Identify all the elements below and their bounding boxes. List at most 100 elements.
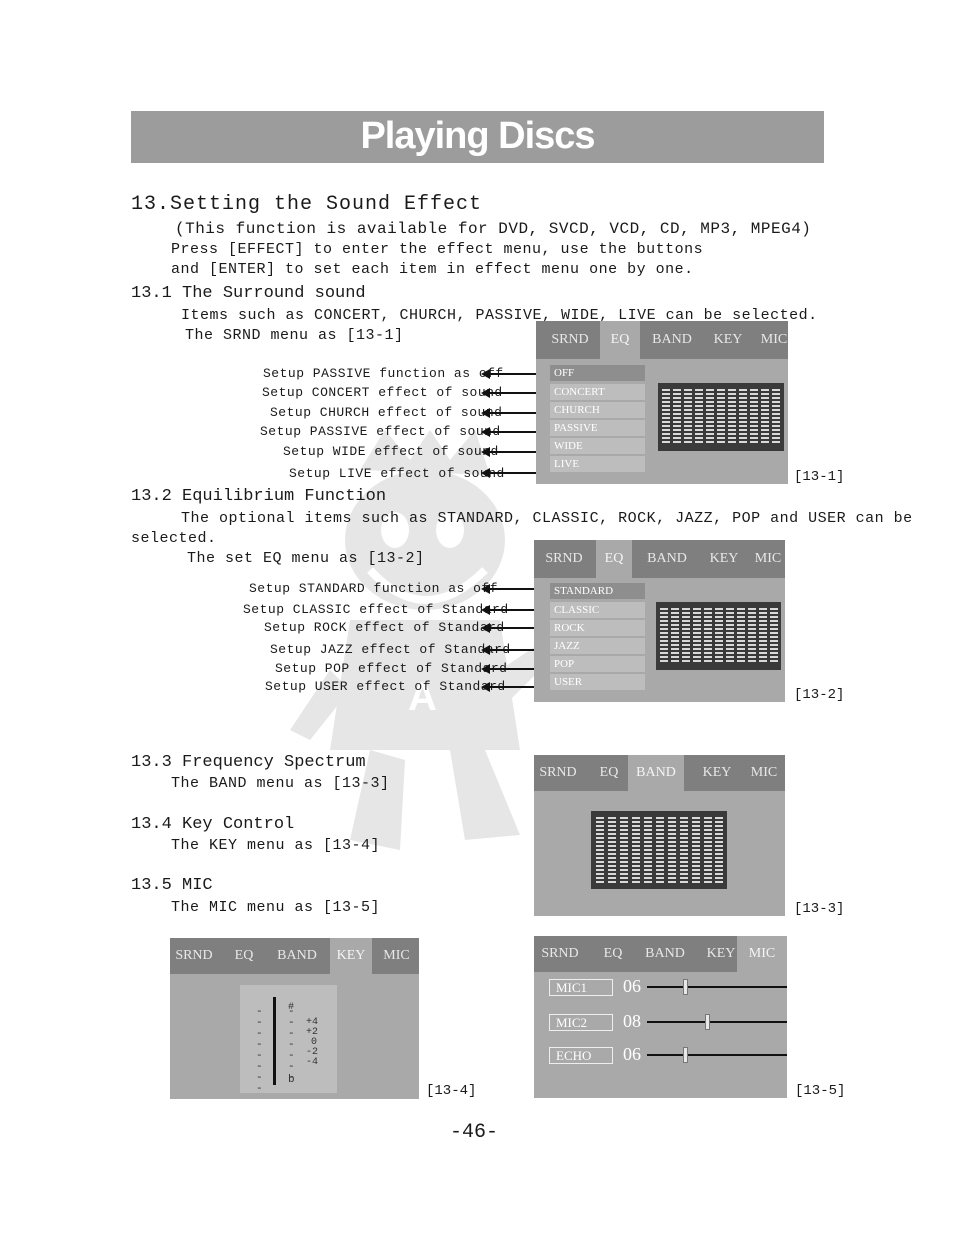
- tab-key[interactable]: KEY: [702, 765, 732, 780]
- tab-mic[interactable]: MIC: [750, 765, 778, 780]
- tab-band[interactable]: BAND: [652, 332, 692, 347]
- eq-option-classic[interactable]: CLASSIC: [550, 602, 645, 618]
- tab-mic[interactable]: MIC: [737, 936, 787, 972]
- key-sharp-symbol: #: [288, 1002, 295, 1013]
- tab-key[interactable]: KEY: [713, 332, 743, 347]
- section-13-4-line: The KEY menu as [13-4]: [171, 837, 381, 854]
- callout-eq-pop: Setup POP effect of Standard: [275, 661, 508, 676]
- tab-srnd[interactable]: SRND: [541, 946, 579, 961]
- mic2-label: MIC2: [549, 1014, 613, 1031]
- section-13-intro-1: Press [EFFECT] to enter the effect menu,…: [171, 241, 704, 258]
- mic-menu-panel: SRND EQ BAND KEY MIC MIC1 06 MIC2 08 ECH…: [534, 936, 787, 1098]
- key-flat-symbol: b: [288, 1074, 295, 1086]
- tab-srnd[interactable]: SRND: [539, 765, 577, 780]
- callout-eq-classic: Setup CLASSIC effect of Standard: [243, 602, 509, 617]
- menu-tab-bar: SRND EQ BAND KEY MIC: [534, 540, 785, 578]
- eq-menu-panel: SRND EQ BAND KEY MIC STANDARD CLASSIC RO…: [534, 540, 785, 702]
- callout-eq-rock: Setup ROCK effect of Standard: [264, 620, 505, 635]
- tab-mic[interactable]: MIC: [383, 948, 410, 963]
- figure-label-13-2: [13-2]: [794, 687, 845, 703]
- callout-srnd-wide: Setup WIDE effect of sound: [283, 444, 499, 459]
- tab-eq[interactable]: EQ: [596, 540, 632, 578]
- srnd-option-live[interactable]: LIVE: [550, 456, 645, 472]
- band-menu-panel: SRND EQ BAND KEY MIC: [534, 755, 785, 916]
- menu-tab-bar: SRND EQ BAND KEY MIC: [534, 755, 785, 791]
- figure-label-13-5: [13-5]: [795, 1083, 846, 1099]
- eq-option-standard[interactable]: STANDARD: [550, 583, 645, 599]
- srnd-option-wide[interactable]: WIDE: [550, 438, 645, 454]
- tab-band[interactable]: BAND: [277, 948, 317, 963]
- section-13-2-title: 13.2 Equilibrium Function: [131, 487, 387, 506]
- section-13-5-title: 13.5 MIC: [131, 876, 213, 895]
- section-13-availability: (This function is available for DVD, SVC…: [175, 220, 812, 238]
- tab-mic[interactable]: MIC: [754, 551, 782, 566]
- callout-srnd-passive: Setup PASSIVE effect of sound: [260, 424, 501, 439]
- callout-eq-user: Setup USER effect of Standard: [265, 679, 506, 694]
- echo-slider-knob[interactable]: [682, 1047, 688, 1063]
- echo-label: ECHO: [549, 1047, 613, 1064]
- key-menu-panel: SRND EQ BAND KEY MIC - - - - - - - - - -…: [170, 938, 419, 1099]
- section-13-intro-2: and [ENTER] to set each item in effect m…: [171, 261, 694, 278]
- menu-tab-bar: SRND EQ BAND KEY MIC: [534, 936, 787, 972]
- callout-srnd-concert: Setup CONCERT effect of sound: [262, 385, 503, 400]
- callout-eq-standard: Setup STANDARD function as off: [249, 581, 499, 596]
- key-level-plus4: +4: [306, 1017, 319, 1028]
- key-level-zero: 0: [311, 1037, 318, 1048]
- tab-key[interactable]: KEY: [706, 946, 736, 961]
- tab-band[interactable]: BAND: [647, 551, 687, 566]
- tab-eq[interactable]: EQ: [600, 321, 640, 359]
- key-level-minus4: -4: [306, 1057, 319, 1068]
- mic1-slider-track[interactable]: [647, 986, 787, 988]
- header-banner: Playing Discs: [131, 111, 824, 163]
- figure-label-13-4: [13-4]: [426, 1083, 477, 1099]
- key-scale-box: - - - - - - - - - - - - - - - # b +4 +2 …: [240, 985, 337, 1095]
- eq-option-rock[interactable]: ROCK: [550, 620, 645, 636]
- tab-srnd[interactable]: SRND: [545, 551, 583, 566]
- tab-band[interactable]: BAND: [628, 755, 684, 791]
- tab-key[interactable]: KEY: [330, 938, 372, 974]
- mic2-value: 08: [623, 1011, 641, 1031]
- tab-eq[interactable]: EQ: [234, 948, 254, 963]
- menu-tab-bar: SRND EQ BAND KEY MIC: [536, 321, 788, 359]
- mascot-watermark-icon: A: [290, 430, 550, 850]
- tab-band[interactable]: BAND: [645, 946, 685, 961]
- tab-eq[interactable]: EQ: [599, 765, 619, 780]
- key-scale-ticks-right: - - - - - - -: [288, 1006, 295, 1084]
- key-scale-line: [273, 997, 276, 1085]
- section-13-4-title: 13.4 Key Control: [131, 815, 295, 834]
- srnd-option-concert[interactable]: CONCERT: [550, 384, 645, 400]
- page-number: -46-: [450, 1121, 499, 1144]
- band-spectrum-display: [591, 811, 727, 889]
- callout-srnd-off: Setup PASSIVE function as off: [263, 366, 504, 381]
- eq-option-pop[interactable]: POP: [550, 656, 645, 672]
- tab-eq[interactable]: EQ: [603, 946, 623, 961]
- callout-srnd-church: Setup CHURCH effect of sound: [270, 405, 503, 420]
- section-13-title: 13.Setting the Sound Effect: [131, 193, 483, 216]
- callout-srnd-live: Setup LIVE effect of sound: [289, 466, 505, 481]
- section-13-5-line: The MIC menu as [13-5]: [171, 899, 381, 916]
- tab-key[interactable]: KEY: [709, 551, 739, 566]
- key-level-minus2: -2: [306, 1047, 319, 1058]
- key-scale-ticks-left: - - - - - - - -: [256, 1006, 263, 1095]
- section-13-2-line-3: The set EQ menu as [13-2]: [187, 550, 425, 567]
- svg-text:A: A: [408, 675, 437, 719]
- echo-slider-track[interactable]: [647, 1054, 787, 1056]
- echo-value: 06: [623, 1044, 641, 1064]
- section-13-1-line-2: The SRND menu as [13-1]: [185, 327, 404, 344]
- section-13-2-line-1: The optional items such as STANDARD, CLA…: [181, 510, 913, 527]
- mic1-slider-knob[interactable]: [682, 979, 688, 995]
- section-13-3-line: The BAND menu as [13-3]: [171, 775, 390, 792]
- eq-option-user[interactable]: USER: [550, 674, 645, 690]
- mic2-slider-track[interactable]: [647, 1021, 787, 1023]
- srnd-option-passive[interactable]: PASSIVE: [550, 420, 645, 436]
- tab-mic[interactable]: MIC: [760, 332, 788, 347]
- srnd-menu-panel: SRND EQ BAND KEY MIC OFF CONCERT CHURCH …: [536, 321, 788, 484]
- tab-srnd[interactable]: SRND: [175, 948, 213, 963]
- figure-label-13-3: [13-3]: [794, 901, 845, 917]
- mic2-slider-knob[interactable]: [705, 1014, 711, 1030]
- menu-tab-bar: SRND EQ BAND KEY MIC: [170, 938, 419, 974]
- srnd-option-off[interactable]: OFF: [550, 365, 645, 381]
- tab-srnd[interactable]: SRND: [551, 332, 589, 347]
- eq-option-jazz[interactable]: JAZZ: [550, 638, 645, 654]
- srnd-option-church[interactable]: CHURCH: [550, 402, 645, 418]
